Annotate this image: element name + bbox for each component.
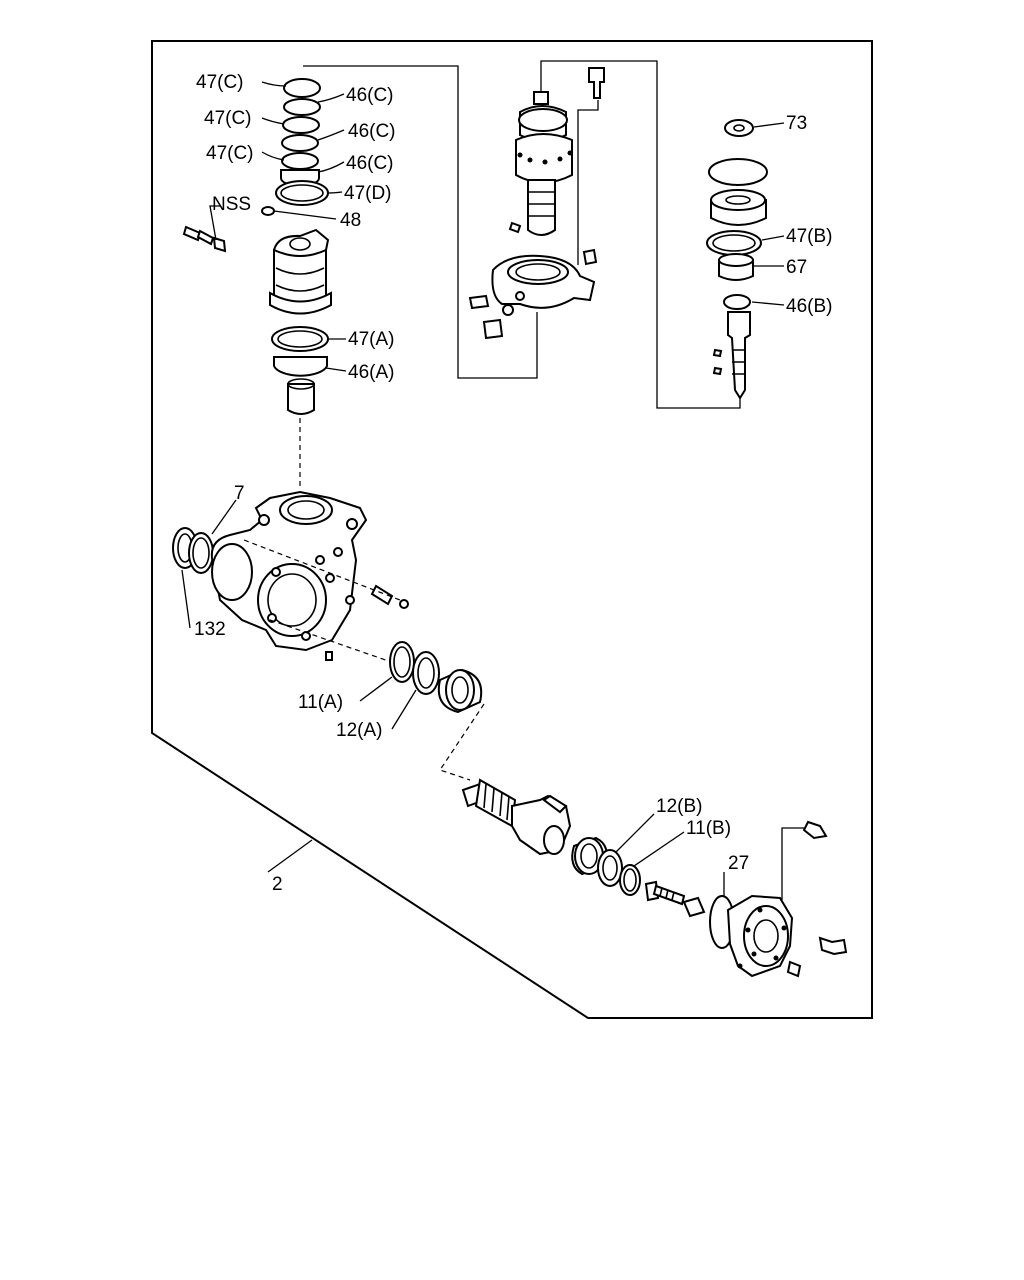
washer-73 xyxy=(724,119,754,137)
cover-bolt-top xyxy=(802,820,828,840)
label-47b: 47(B) xyxy=(786,226,832,247)
seal-ring-12b xyxy=(597,849,623,887)
side-cover xyxy=(709,820,848,978)
sector-shaft xyxy=(461,778,572,856)
label-2: 2 xyxy=(272,874,283,895)
label-47c-1: 47(C) xyxy=(196,72,244,93)
leader-lines xyxy=(181,81,785,896)
label-27: 27 xyxy=(728,853,749,874)
label-7: 7 xyxy=(234,483,245,504)
bearing-set-b xyxy=(571,836,641,896)
label-11b: 11(B) xyxy=(686,818,731,839)
housing-axis xyxy=(243,539,401,601)
piston xyxy=(269,228,332,415)
subassembly-bracket-right xyxy=(540,60,741,409)
gear-housing xyxy=(172,490,409,661)
retainer-ring xyxy=(708,158,768,186)
part-labels: 47(C) 46(C) 47(C) 46(C) 47(C) 46(C) 47(D… xyxy=(194,72,832,895)
valve-housing xyxy=(468,248,598,340)
label-47d: 47(D) xyxy=(344,183,392,204)
seal-ring-46a xyxy=(273,356,328,377)
label-12b: 12(B) xyxy=(656,796,702,817)
small-seal-48 xyxy=(261,206,275,216)
label-nss: NSS xyxy=(212,194,251,215)
seal-ring-46c-1 xyxy=(283,98,321,116)
label-11a: 11(A) xyxy=(298,692,343,713)
assembly-frame xyxy=(151,40,873,1019)
seal-ring-47c-1 xyxy=(283,78,321,98)
valve-spool xyxy=(727,311,751,400)
o-ring-47d-inner xyxy=(280,184,324,202)
nss-bolt xyxy=(182,225,227,253)
seal-ring-47c-2 xyxy=(282,116,320,134)
label-47c-3: 47(C) xyxy=(206,143,254,164)
label-47a: 47(A) xyxy=(348,329,394,350)
label-132: 132 xyxy=(194,619,226,640)
seal-ring-46b xyxy=(723,294,751,310)
valve-body xyxy=(508,67,605,236)
label-12a: 12(A) xyxy=(336,720,382,741)
label-46c-3: 46(C) xyxy=(346,153,394,174)
housing-axis-2 xyxy=(269,619,401,666)
label-46a: 46(A) xyxy=(348,362,394,383)
label-73: 73 xyxy=(786,113,807,134)
shaft-axis xyxy=(439,703,485,781)
label-46c-2: 46(C) xyxy=(348,121,396,142)
label-46b: 46(B) xyxy=(786,296,832,317)
label-67: 67 xyxy=(786,257,807,278)
lock-nut xyxy=(682,896,706,918)
cover-bolt-right xyxy=(818,936,848,956)
valve-shaft-assembly xyxy=(706,119,768,400)
bearing-set-a xyxy=(389,641,483,714)
label-46c-1: 46(C) xyxy=(346,85,394,106)
piston-nut xyxy=(287,383,315,415)
subassembly-bracket-left xyxy=(303,65,538,379)
valve-connector-line xyxy=(577,100,599,265)
valve-bolt xyxy=(588,67,605,99)
seal-ring-47c-3 xyxy=(281,152,319,170)
label-48: 48 xyxy=(340,210,361,231)
cover-leader xyxy=(781,827,805,900)
adjust-screw xyxy=(644,880,706,918)
label-47c-2: 47(C) xyxy=(204,108,252,129)
seal-ring-46c-2 xyxy=(281,134,319,152)
seal-stack-47-46 xyxy=(261,78,329,216)
